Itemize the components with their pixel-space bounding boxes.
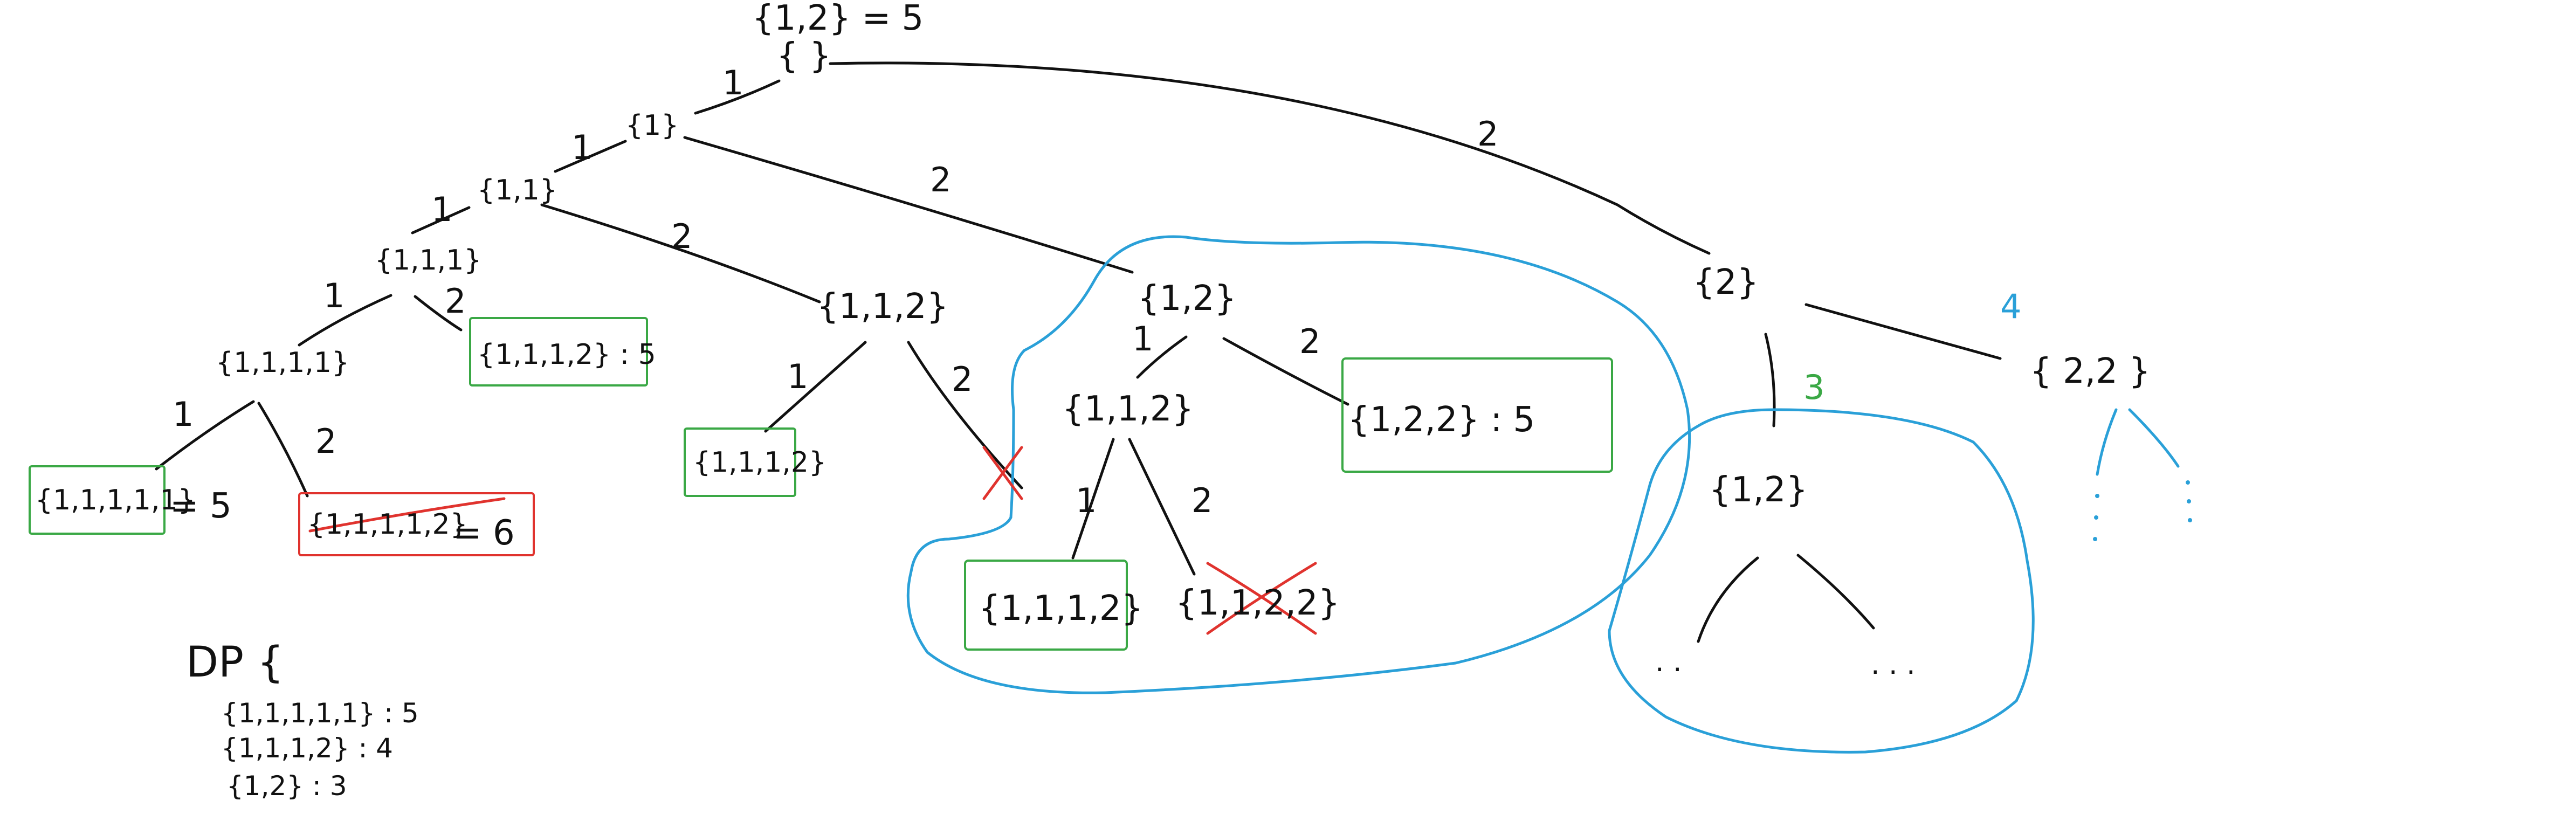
node-n22: { 2,2 }: [2030, 351, 2151, 391]
box-n11111: [29, 465, 166, 535]
continuation-dots-n21-left: . .: [1655, 646, 1682, 678]
edge-label-n11-1: 1: [431, 190, 452, 229]
node-n121: {1,1,2}: [1062, 389, 1194, 429]
edge-n121-n1211: [1071, 438, 1115, 560]
cross-marks: [308, 446, 1317, 635]
node-n11112: {1,1,1,1,2}: [307, 508, 468, 541]
edge-n21-left: [1697, 556, 1759, 643]
memo-annotation-3: 3: [1803, 368, 1824, 407]
dot-n22-right-3: [2188, 518, 2192, 522]
edge-label-root-2: 2: [1477, 114, 1498, 154]
box-n1211: [964, 560, 1128, 651]
edge-n21-right: [1796, 554, 1875, 630]
edge-n111-n1112: [414, 295, 463, 332]
edge-n112-n1121: [764, 341, 867, 433]
edge-n11-n112: [540, 203, 821, 303]
tree-edges: [155, 61, 2002, 643]
edge-label-n111-2: 2: [445, 281, 466, 321]
node-n122: {1,2,2} : 5: [1348, 400, 1535, 440]
edge-n22-right: [2128, 408, 2180, 468]
node-n12: {1,2}: [1138, 279, 1236, 319]
node-n111: {1,1,1}: [375, 244, 481, 277]
continuation-dots-n21-right: . . .: [1871, 648, 1916, 681]
edge-label-n12-1: 1: [1132, 319, 1153, 358]
edge-label-n1111-1: 1: [173, 395, 194, 434]
node-n112: {1,1,2}: [817, 287, 948, 327]
memo-region-n12: [906, 235, 1691, 694]
node-n11111: {1,1,1,1,1}: [35, 484, 196, 516]
dp-title: DP {: [186, 638, 284, 687]
dp-entry-3: {1,2} : 3: [226, 770, 347, 802]
edge-n1111-n11111: [155, 400, 255, 471]
node-n1211: {1,1,1,2}: [979, 589, 1143, 629]
edge-label-n11-2: 2: [671, 217, 692, 256]
dot-n22-right-1: [2186, 480, 2190, 485]
dp-entry-2: {1,1,1,2} : 4: [221, 733, 393, 764]
root-target: {1,2} = 5: [752, 0, 924, 38]
edge-n2-n22: [1804, 303, 2002, 360]
edge-label-n1-1: 1: [571, 128, 593, 167]
result-boxes: [29, 317, 1613, 651]
dot-n22-left-2: [2094, 515, 2098, 520]
edge-label-n12-2: 2: [1299, 322, 1320, 361]
memo-annotation-4: 4: [2000, 287, 2021, 326]
dp-entry-1: {1,1,1,1,1} : 5: [221, 698, 419, 729]
node-n11: {1,1}: [477, 174, 557, 206]
edge-label-n112-1: 1: [787, 357, 808, 396]
edge-n1-n11: [554, 140, 627, 173]
edge-root-1: [694, 79, 781, 115]
root-node: { }: [776, 36, 831, 76]
node-n21: {1,2}: [1709, 470, 1808, 510]
edge-n111-n1111: [298, 294, 392, 347]
node-n2: {2}: [1693, 263, 1759, 302]
node-n1: {1}: [625, 109, 679, 142]
edge-n112-n1122: [907, 341, 1023, 489]
box-n1112: [469, 317, 648, 387]
edge-n1111-n11112: [257, 402, 309, 498]
edge-label-n121-2: 2: [1191, 481, 1213, 520]
cross-n1212-b: [1206, 562, 1317, 635]
memo-region-n21: [1608, 408, 2035, 754]
edge-root-2: [829, 61, 1711, 255]
edge-label-n121-1: 1: [1076, 481, 1097, 520]
edge-label-n111-1: 1: [323, 276, 345, 315]
edge-n11-n111: [411, 206, 471, 234]
edge-label-n1111-2: 2: [315, 422, 336, 461]
node-n1121: {1,1,1,2}: [693, 446, 826, 479]
box-n1121: [684, 427, 796, 497]
node-n11112-sum: = 6: [453, 513, 515, 553]
dot-n22-right-2: [2187, 499, 2191, 503]
blue-subtree-edges: [2096, 408, 2180, 476]
edge-label-n1-2: 2: [930, 160, 951, 199]
node-n1112: {1,1,1,2} : 5: [477, 339, 656, 371]
edge-label-n112-2: 2: [952, 360, 973, 399]
edge-n12-n122: [1222, 337, 1349, 406]
edge-n1-n12: [683, 136, 1134, 274]
strike-n11112: [308, 497, 506, 533]
box-n122: [1341, 357, 1613, 473]
edge-n121-n1212: [1128, 438, 1196, 576]
cross-edge-n1122-b: [982, 446, 1023, 500]
node-n1212: {1,1,2,2}: [1175, 583, 1340, 623]
dot-n22-left-3: [2093, 537, 2097, 541]
memo-regions: [906, 235, 2035, 754]
node-n1111: {1,1,1,1}: [216, 347, 349, 379]
box-n11112: [298, 492, 535, 556]
edge-n22-left: [2096, 408, 2118, 476]
node-n11111-sum: = 5: [170, 486, 232, 526]
continuation-dots-n22: [2093, 480, 2192, 541]
edge-label-root-1: 1: [722, 63, 743, 102]
edge-n2-n21: [1764, 333, 1776, 427]
dot-n22-left-1: [2095, 494, 2099, 498]
edge-n12-n121: [1136, 335, 1188, 379]
